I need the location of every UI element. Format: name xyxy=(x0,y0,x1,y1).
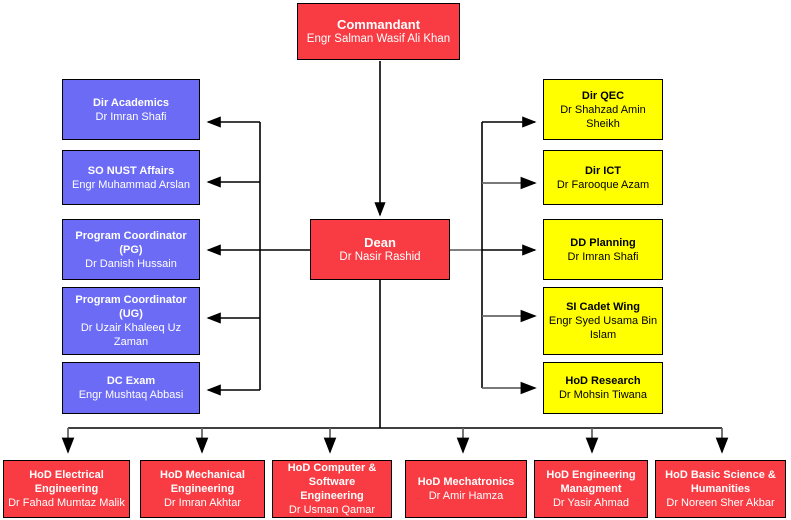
node-title: DC Exam xyxy=(106,375,156,387)
node-dir-ict: Dir ICT Dr Farooque Azam xyxy=(543,150,663,205)
node-person: Dr Fahad Mumtaz Malik xyxy=(8,497,125,509)
node-program-coordinator-ug: Program Coordinator (UG) Dr Uzair Khalee… xyxy=(62,287,200,355)
node-dd-planning: DD Planning Dr Imran Shafi xyxy=(543,219,663,280)
node-person: Dr Shahzad Amin Sheikh xyxy=(560,103,646,130)
node-title: Dir Academics xyxy=(92,96,170,109)
node-dir-qec: Dir QEC Dr Shahzad Amin Sheikh xyxy=(543,79,663,140)
node-hod-mechatronics: HoD Mechatronics Dr Amir Hamza xyxy=(405,460,527,518)
node-person: Dr Danish Hussain xyxy=(85,257,177,270)
node-title: HoD Research xyxy=(565,375,641,387)
node-person: Dr Imran Akhtar xyxy=(163,497,242,509)
node-si-cadet-wing: SI Cadet Wing Engr Syed Usama Bin Islam xyxy=(543,287,663,355)
node-dir-academics: Dir Academics Dr Imran Shafi xyxy=(62,79,200,140)
node-title: HoD Electrical Engineering xyxy=(29,469,104,495)
node-person: Engr Salman Wasif Ali Khan xyxy=(306,32,451,45)
node-title: SO NUST Affairs xyxy=(87,164,175,177)
node-person: Engr Mushtaq Abbasi xyxy=(78,389,184,401)
node-title: HoD Basic Science & Humanities xyxy=(665,469,776,495)
node-title: Commandant xyxy=(336,16,421,32)
node-title: DD Planning xyxy=(570,236,636,249)
node-title: HoD Mechanical Engineering xyxy=(160,469,245,495)
node-dc-exam: DC Exam Engr Mushtaq Abbasi xyxy=(62,362,200,414)
node-so-nust-affairs: SO NUST Affairs Engr Muhammad Arslan xyxy=(62,150,200,205)
node-hod-mechanical-engineering: HoD Mechanical Engineering Dr Imran Akht… xyxy=(140,460,265,518)
node-title: Dir ICT xyxy=(584,164,622,177)
node-person: Engr Muhammad Arslan xyxy=(72,178,190,191)
node-person: Dr Uzair Khaleeq Uz Zaman xyxy=(80,322,182,348)
node-hod-basic-science-humanities: HoD Basic Science & Humanities Dr Noreen… xyxy=(655,460,786,518)
node-title: SI Cadet Wing xyxy=(566,301,640,313)
node-hod-research: HoD Research Dr Mohsin Tiwana xyxy=(543,362,663,414)
node-hod-electrical-engineering: HoD Electrical Engineering Dr Fahad Mumt… xyxy=(3,460,130,518)
node-title: Program Coordinator (UG) xyxy=(75,294,187,320)
node-person: Engr Syed Usama Bin Islam xyxy=(548,315,658,341)
node-title: HoD Mechatronics xyxy=(417,476,515,488)
node-person: Dr Imran Shafi xyxy=(567,250,639,263)
node-title: Program Coordinator (PG) xyxy=(75,229,187,256)
node-program-coordinator-pg: Program Coordinator (PG) Dr Danish Hussa… xyxy=(62,219,200,280)
node-person: Dr Nasir Rashid xyxy=(339,250,421,263)
node-title: Dir QEC xyxy=(581,89,625,102)
node-person: Dr Noreen Sher Akbar xyxy=(666,497,775,509)
node-dean: Dean Dr Nasir Rashid xyxy=(310,219,450,280)
node-person: Dr Amir Hamza xyxy=(428,490,504,502)
node-hod-computer-software-engineering: HoD Computer & Software Engineering Dr U… xyxy=(272,460,392,518)
node-person: Dr Imran Shafi xyxy=(95,110,167,123)
node-title: HoD Computer & Software Engineering xyxy=(287,462,377,502)
node-person: Dr Farooque Azam xyxy=(556,178,650,191)
node-commandant: Commandant Engr Salman Wasif Ali Khan xyxy=(297,3,460,60)
node-person: Dr Usman Qamar xyxy=(288,504,376,516)
node-title: HoD Engineering Managment xyxy=(546,469,636,495)
node-person: Dr Yasir Ahmad xyxy=(552,497,629,509)
node-title: Dean xyxy=(364,234,396,250)
node-person: Dr Mohsin Tiwana xyxy=(558,389,648,401)
node-hod-engineering-management: HoD Engineering Managment Dr Yasir Ahmad xyxy=(534,460,648,518)
